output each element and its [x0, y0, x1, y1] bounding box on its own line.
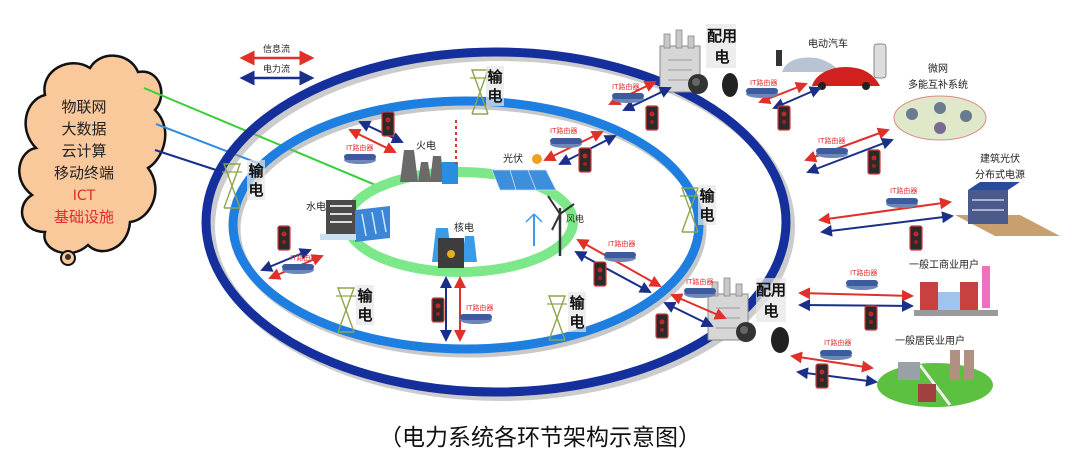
- svg-text:建筑光伏: 建筑光伏: [980, 152, 1020, 165]
- svg-text:电: 电: [714, 48, 729, 66]
- cloud-link-transmission: [155, 123, 261, 165]
- legend: 信息流 电力流: [239, 43, 315, 86]
- svg-text:电: 电: [487, 87, 502, 105]
- svg-text:IT路由器: IT路由器: [818, 136, 845, 145]
- svg-text:IT路由器: IT路由器: [890, 186, 917, 195]
- sun-icon: [532, 154, 542, 164]
- svg-text:IT路由器: IT路由器: [686, 277, 713, 286]
- router-cluster-thermal: IT路由器: [344, 111, 404, 164]
- svg-text:IT路由器: IT路由器: [850, 268, 877, 277]
- router-cluster-solar: IT路由器: [543, 126, 617, 173]
- legend-info-flow-label: 信息流: [263, 43, 290, 55]
- svg-text:电: 电: [763, 302, 778, 320]
- charging-station-icon: [873, 43, 887, 79]
- ict-cloud: 物联网 大数据 云计算 移动终端 ICT 基础设施: [18, 54, 167, 266]
- svg-text:电: 电: [569, 313, 584, 331]
- svg-text:风电: 风电: [566, 213, 584, 225]
- cloud-line-cloudcomputing: 云计算: [61, 142, 106, 160]
- svg-text:一般居民业用户: 一般居民业用户: [895, 334, 965, 347]
- svg-text:电: 电: [699, 206, 714, 224]
- svg-text:输: 输: [569, 294, 585, 312]
- cloud-line-mobile: 移动终端: [54, 164, 114, 182]
- router-cluster-nuclear: IT路由器: [431, 276, 493, 342]
- svg-text:IT路由器: IT路由器: [466, 303, 493, 312]
- svg-text:电: 电: [248, 181, 263, 199]
- cloud-line-infrastructure: 基础设施: [54, 208, 114, 226]
- svg-text:电动汽车: 电动汽车: [808, 37, 848, 50]
- car-silver-icon: [782, 57, 840, 72]
- svg-text:输: 输: [248, 162, 264, 180]
- svg-text:一般工商业用户: 一般工商业用户: [909, 258, 979, 271]
- cloud-link-distribution: [154, 149, 217, 171]
- router-cluster-hydro: IT路由器: [260, 225, 324, 280]
- transmission-tower-bottom-right: 输 电: [546, 292, 586, 341]
- microgrid: 微网 多能互补系统 IT路由器: [804, 62, 987, 175]
- cloud-line-iot: 物联网: [61, 98, 106, 116]
- svg-text:配用: 配用: [707, 27, 737, 45]
- svg-text:IT路由器: IT路由器: [290, 253, 317, 262]
- car-red-icon: [812, 66, 880, 86]
- svg-text:IT路由器: IT路由器: [550, 126, 577, 135]
- svg-text:输: 输: [487, 68, 503, 86]
- transmission-tower-bottom-left: 输 电: [335, 285, 374, 333]
- router-cluster-wind: IT路由器: [574, 239, 662, 293]
- cloud-link-generation: [143, 87, 386, 190]
- cloud-line-bigdata: 大数据: [61, 120, 106, 138]
- distribution-substation-top: 配用 电: [659, 24, 738, 97]
- svg-text:多能互补系统: 多能互补系统: [908, 78, 968, 91]
- svg-text:IT路由器: IT路由器: [612, 82, 639, 91]
- pv-building-icon: [968, 190, 1008, 224]
- distribution-substation-bottom: 配用 电: [707, 277, 789, 353]
- residential-user: 一般居民业用户 IT路由器: [790, 334, 993, 407]
- house-icon: [918, 384, 936, 402]
- transmission-tower-left: 输 电: [221, 160, 265, 209]
- wind-power-plant: 风电: [525, 195, 584, 256]
- nuclear-power-plant: 核电: [432, 221, 477, 268]
- svg-text:IT路由器: IT路由器: [750, 78, 777, 87]
- svg-text:光伏: 光伏: [503, 152, 523, 165]
- distribution-ring: [201, 47, 791, 397]
- router-cluster-dist-bottom: IT路由器: [655, 277, 727, 339]
- svg-text:微网: 微网: [928, 62, 948, 75]
- svg-text:水电: 水电: [306, 200, 326, 213]
- svg-text:输: 输: [357, 287, 373, 305]
- plug-icon: [771, 327, 789, 353]
- microgrid-disc-icon: [893, 95, 987, 141]
- cloud-tail-dot: [65, 254, 71, 260]
- svg-text:电: 电: [357, 306, 372, 324]
- figure-caption: （电力系统各环节架构示意图）: [379, 425, 701, 451]
- commercial-user: 一般工商业用户 IT路由器: [798, 258, 998, 331]
- svg-text:核电: 核电: [454, 221, 474, 234]
- electric-vehicle: 电动汽车 IT路由器: [746, 37, 887, 131]
- cloud-shape: [18, 54, 167, 255]
- transmission-tower-top: 输 电: [469, 66, 504, 115]
- transmission-tower-right: 输 电: [679, 185, 716, 233]
- building-pv: 建筑光伏 分布式电源 IT路由器: [818, 152, 1060, 251]
- svg-text:IT路由器: IT路由器: [608, 239, 635, 248]
- shop-building-icon: [920, 282, 938, 310]
- svg-text:IT路由器: IT路由器: [346, 143, 373, 152]
- plug-icon: [722, 73, 738, 97]
- svg-text:IT路由器: IT路由器: [824, 338, 851, 347]
- thermal-power-plant: 火电: [400, 120, 458, 184]
- svg-text:输: 输: [699, 187, 715, 205]
- legend-power-flow-label: 电力流: [263, 63, 290, 75]
- charger-icon: [776, 50, 782, 66]
- router-cluster-dist-top: IT路由器: [608, 81, 672, 131]
- svg-text:配用: 配用: [756, 281, 786, 299]
- radiation-icon: [447, 250, 455, 258]
- thermal-building-icon: [442, 162, 458, 184]
- svg-text:火电: 火电: [416, 139, 436, 152]
- cloud-line-ict: ICT: [73, 188, 96, 204]
- solar-pv-plant: 光伏: [491, 152, 557, 191]
- svg-text:分布式电源: 分布式电源: [975, 168, 1025, 181]
- hydro-power-plant: 水电: [306, 200, 390, 242]
